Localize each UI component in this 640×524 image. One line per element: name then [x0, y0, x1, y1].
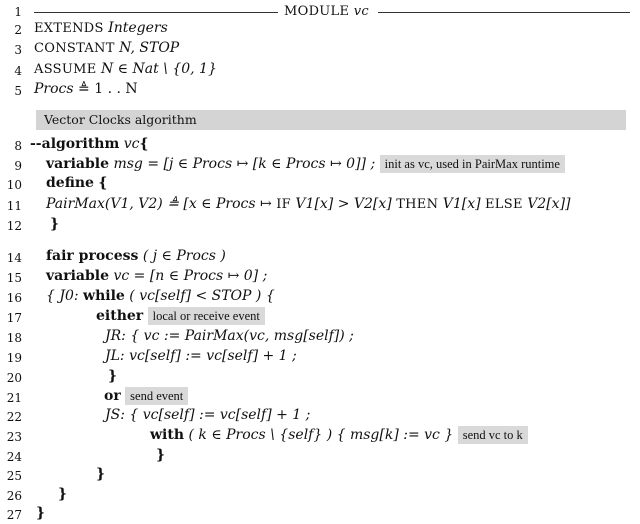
line-number: 27 [6, 508, 22, 522]
line-number: 18 [6, 331, 22, 345]
code-line-24: } [156, 447, 166, 463]
line-number: 8 [14, 139, 22, 153]
code-line-16: { J0: while ( vc[self] < STOP ) { [46, 288, 275, 304]
code-line-20: } [108, 368, 118, 384]
line-number: 9 [14, 159, 22, 173]
line-number: 24 [6, 450, 22, 464]
code-line-18: JR: { vc := PairMax(vc, msg[self]) ; [105, 328, 354, 344]
code-line-26: } [58, 486, 68, 502]
line-number: 16 [6, 291, 22, 305]
code-line-23: with ( k ∈ Procs \ {self} ) { msg[k] := … [150, 426, 528, 444]
module-title: MODULE vc [284, 4, 369, 19]
line-number: 26 [6, 489, 22, 503]
header-rule-left [34, 12, 278, 13]
code-line-9: variable msg = [j ∈ Procs ↦ [k ∈ Procs ↦… [46, 155, 565, 173]
line-number: 21 [6, 391, 22, 405]
code-line-12: } [50, 216, 60, 232]
code-line-5: Procs ≜ 1 . . N [34, 81, 138, 97]
code-line-17: either local or receive event [96, 307, 265, 325]
line-number: 2 [14, 23, 22, 37]
code-line-22: JS: { vc[self] := vc[self] + 1 ; [105, 407, 311, 423]
comment: send event [125, 387, 189, 405]
line-number: 11 [6, 199, 22, 213]
code-line-15: variable vc = [n ∈ Procs ↦ 0] ; [46, 268, 268, 284]
line-number: 10 [6, 178, 22, 192]
comment: local or receive event [147, 307, 265, 325]
line-number: 17 [6, 311, 22, 325]
line-number: 5 [14, 84, 22, 98]
line-number: 19 [6, 351, 22, 365]
line-number: 14 [6, 251, 22, 265]
comment: send vc to k [457, 426, 528, 444]
code-line-14: fair process ( j ∈ Procs ) [46, 248, 226, 264]
line-number: 3 [14, 43, 22, 57]
section-header: Vector Clocks algorithm [36, 110, 626, 130]
line-number: 15 [6, 271, 22, 285]
line-number: 12 [6, 219, 22, 233]
comment: init as vc, used in PairMax runtime [379, 155, 565, 173]
code-line-21: or send event [104, 387, 189, 405]
code-line-11: PairMax(V1, V2) ≜ [x ∈ Procs ↦ IF V1[x] … [46, 196, 571, 212]
code-line-27: } [36, 505, 46, 521]
code-line-10: define { [46, 175, 108, 191]
code-line-8: --algorithm vc{ [30, 136, 149, 152]
line-number: 22 [6, 410, 22, 424]
code-line-3: CONSTANT N, STOP [34, 40, 180, 56]
line-number: 20 [6, 371, 22, 385]
code-line-25: } [96, 466, 106, 482]
code-line-4: ASSUME N ∈ Nat \ {0, 1} [34, 61, 217, 77]
code-line-2: EXTENDS Integers [34, 20, 168, 36]
header-rule-right [378, 12, 630, 13]
line-number: 1 [14, 5, 22, 19]
section-title: Vector Clocks algorithm [44, 112, 197, 127]
line-number: 4 [14, 64, 22, 78]
line-number: 25 [6, 469, 22, 483]
line-number: 23 [6, 430, 22, 444]
code-line-19: JL: vc[self] := vc[self] + 1 ; [105, 348, 297, 364]
